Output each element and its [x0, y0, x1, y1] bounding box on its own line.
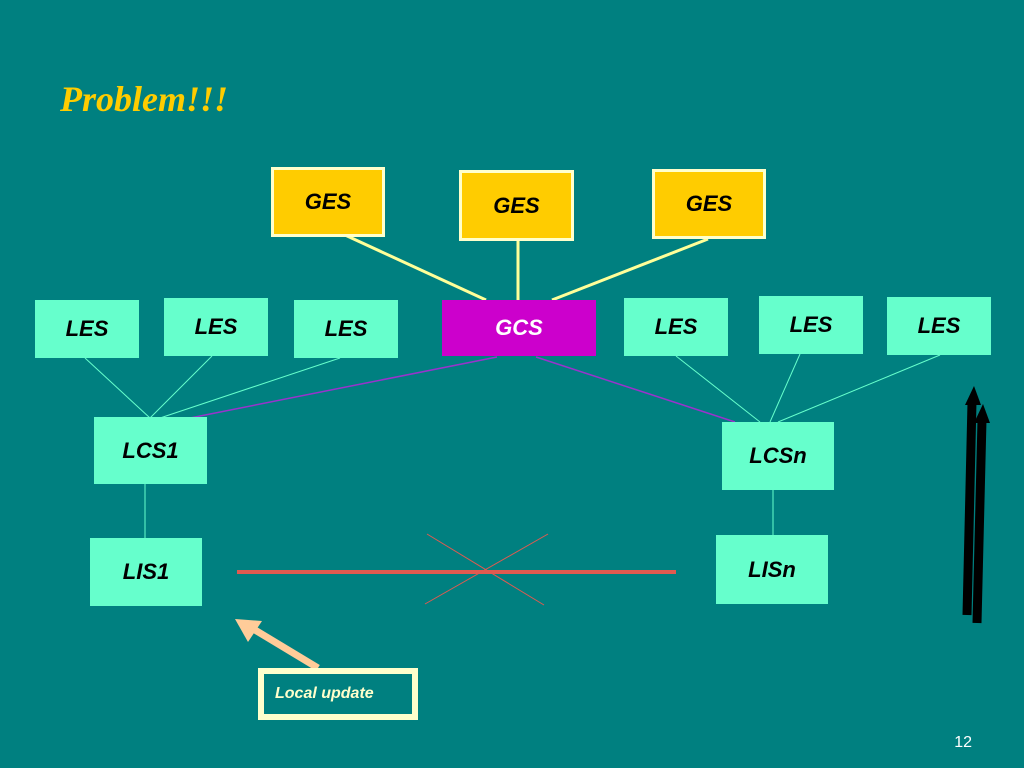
les-node-left-3: LES [294, 300, 398, 358]
edge-les-l1-lcs1 [84, 357, 151, 419]
les-node-left-2: LES [164, 298, 268, 356]
up-arrow-shaft-2 [972, 419, 987, 624]
page-number: 12 [954, 734, 972, 751]
lcs1-node: LCS1 [94, 417, 207, 484]
edge-les-r1-lcsn [675, 355, 761, 423]
cross-mark-b [424, 533, 549, 605]
slide-title: Problem!!! [60, 79, 229, 119]
local-update-callout: Local update [258, 668, 418, 720]
edge-les-r2-lcsn [769, 353, 801, 423]
ges-node-right: GES [652, 169, 766, 239]
ges-node-left: GES [271, 167, 385, 237]
edge-gcs-lcs1 [189, 356, 498, 419]
edge-les-r3-lcsn [777, 354, 941, 423]
lcsn-node: LCSn [722, 422, 834, 490]
edge-ges-right-gcs [551, 237, 709, 302]
les-node-right-1: LES [624, 298, 728, 356]
local-update-label: Local update [275, 685, 374, 702]
lisn-node: LISn [716, 535, 828, 604]
local-update-arrow-shaft [253, 627, 320, 671]
gcs-node: GCS [442, 300, 596, 356]
ges-node-center: GES [459, 170, 574, 241]
edge-les-l3-lcs1 [159, 357, 341, 419]
lis1-node: LIS1 [90, 538, 202, 606]
up-arrow-head-2 [974, 404, 990, 423]
edge-les-l2-lcs1 [149, 355, 213, 419]
edge-ges-left-gcs [344, 233, 487, 302]
les-node-right-3: LES [887, 297, 991, 355]
les-node-right-2: LES [759, 296, 863, 354]
local-update-arrow-head [235, 619, 262, 642]
edge-gcs-lcsn [535, 356, 736, 423]
up-arrow-shaft-1 [962, 401, 977, 616]
les-node-left-1: LES [35, 300, 139, 358]
up-arrow-head-1 [965, 386, 981, 405]
